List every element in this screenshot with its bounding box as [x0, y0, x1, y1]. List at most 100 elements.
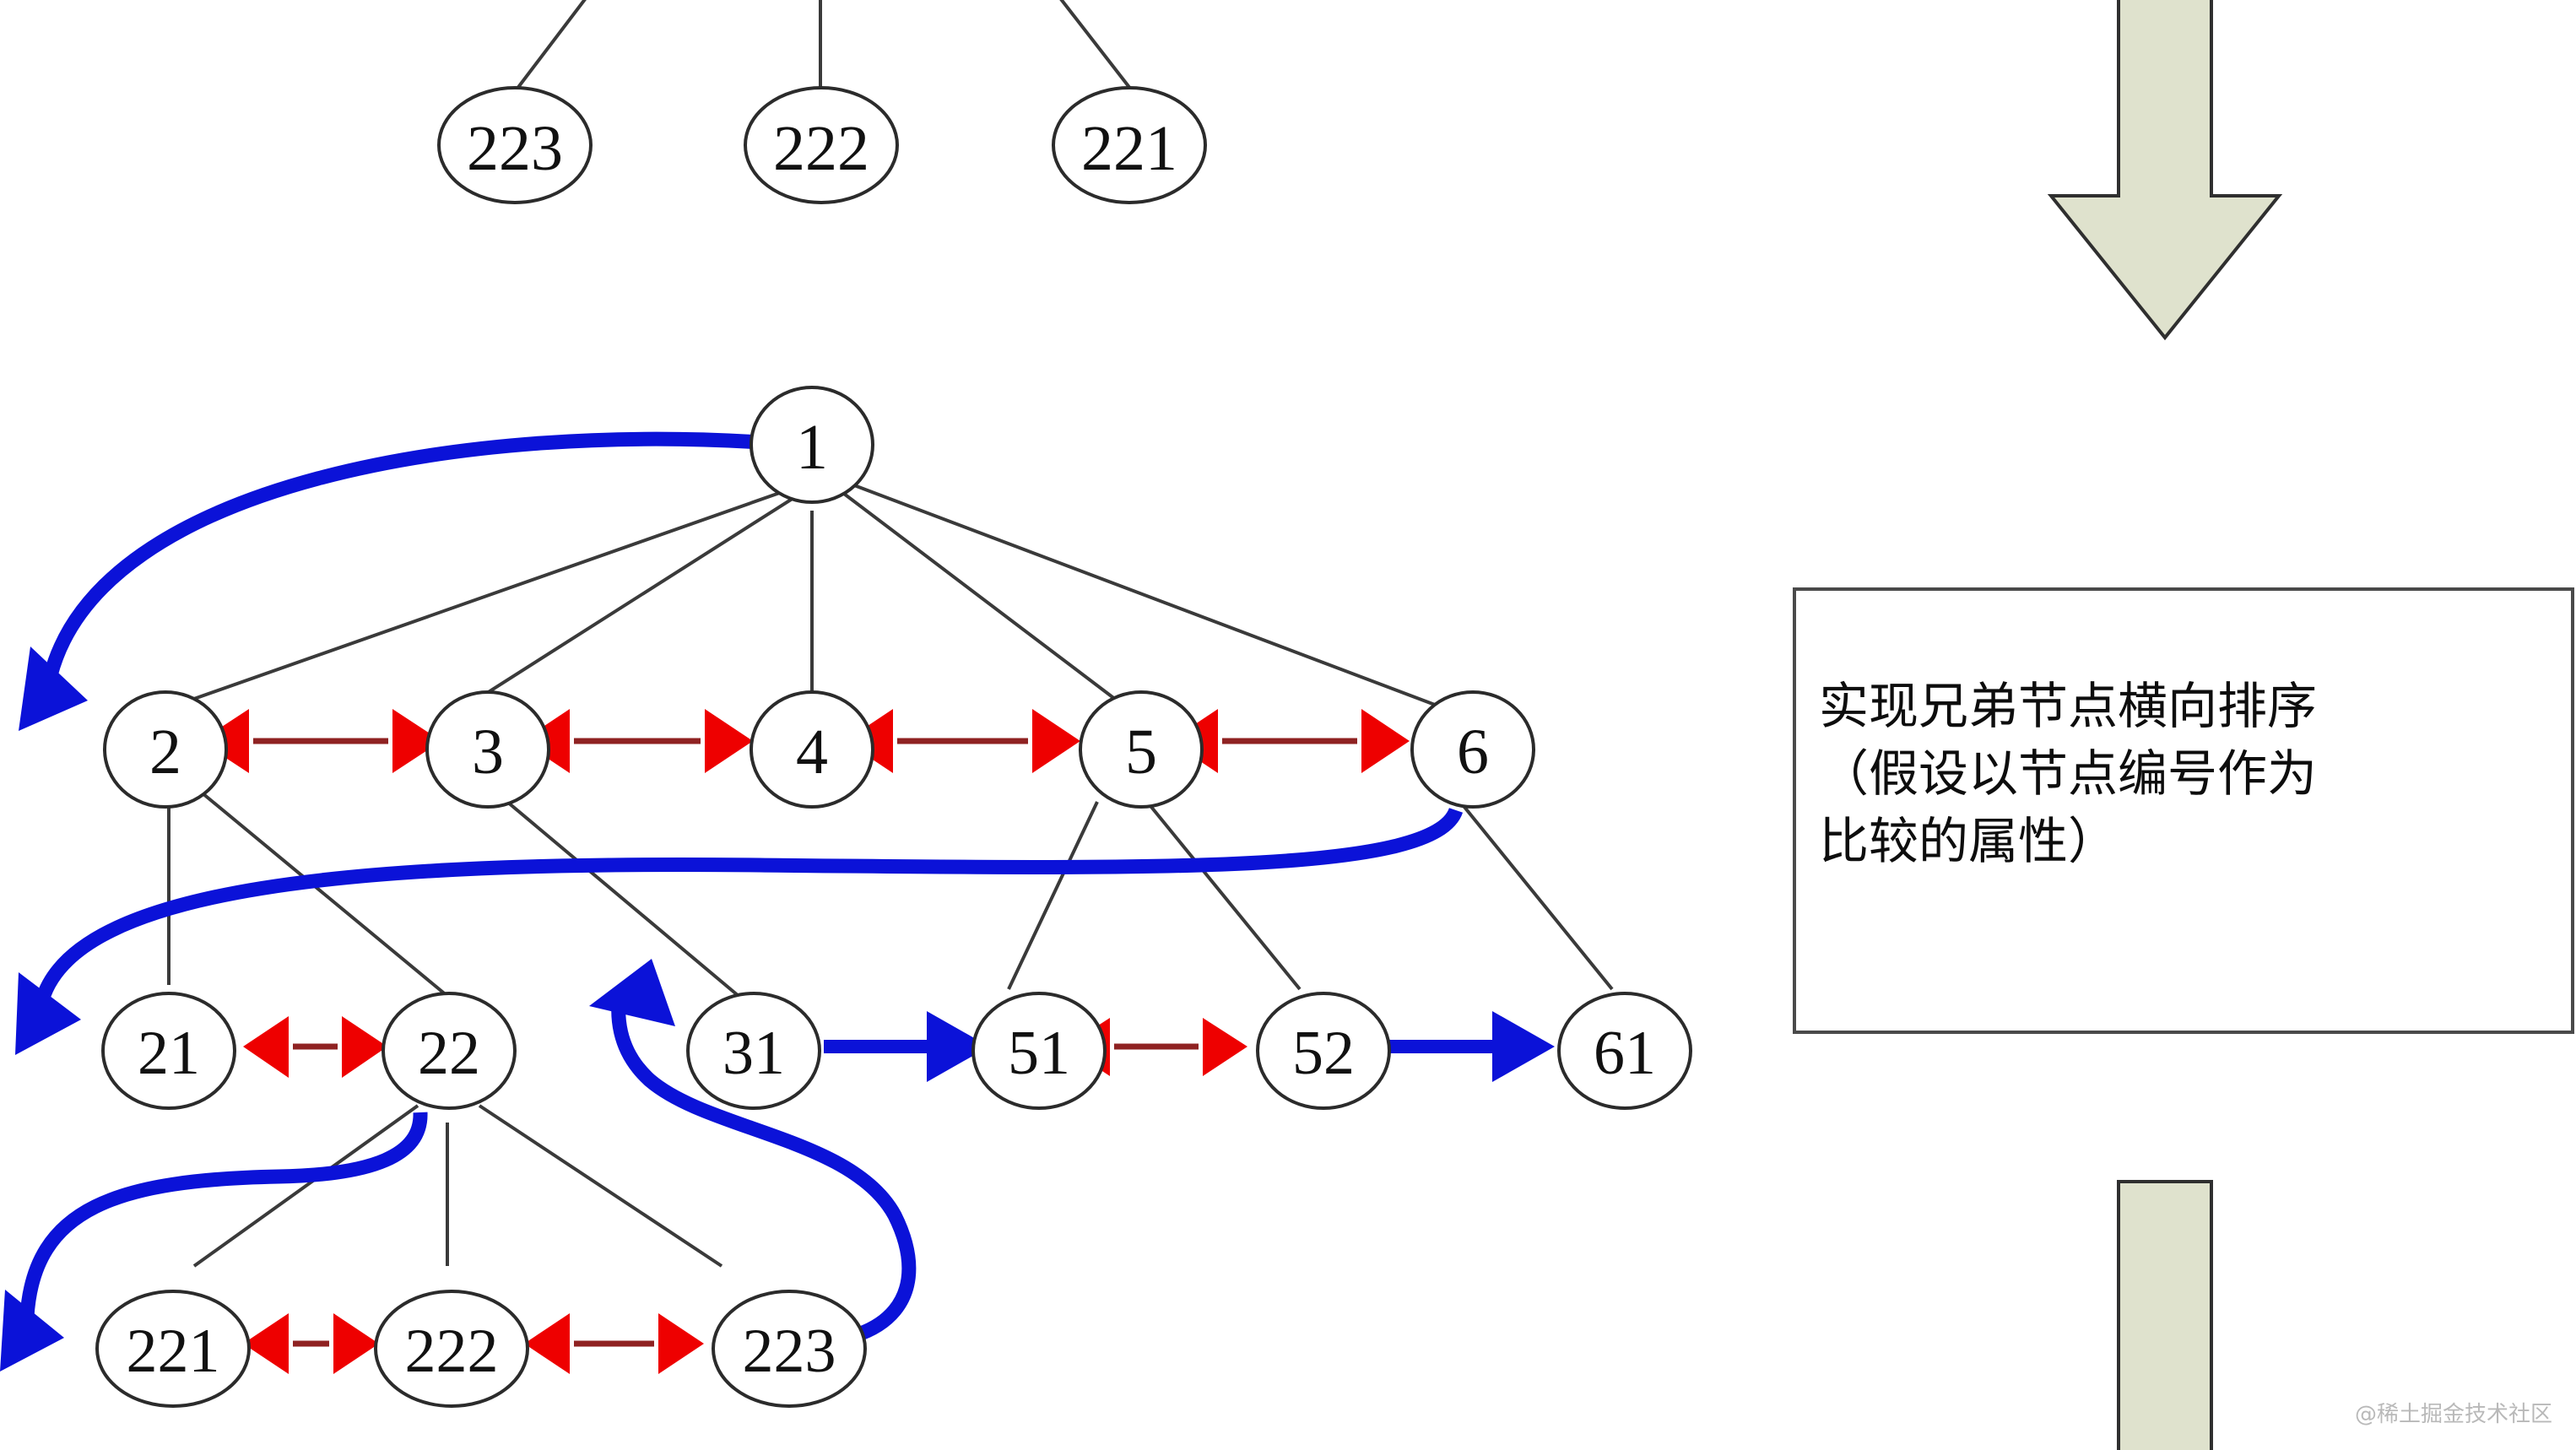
node-circle	[686, 992, 821, 1110]
tree-edges-group	[167, 484, 1614, 1268]
edge-5-51	[1007, 801, 1099, 990]
node-circle	[1410, 690, 1535, 809]
traversal-arrowhead	[19, 647, 88, 731]
top-node-221: 221	[1052, 86, 1207, 204]
node-label: 222	[405, 1317, 499, 1386]
node-label: 223	[467, 113, 563, 184]
flow-arrow-bottom	[2117, 1180, 2213, 1450]
tree-nodes-group: 1 2 3 4 5 6	[95, 386, 1692, 1408]
sibling-arrow-3-4	[522, 709, 753, 773]
traversal-arrowhead	[15, 972, 81, 1055]
node-61[interactable]: 61	[1557, 992, 1692, 1110]
traversal-curve	[611, 987, 917, 1350]
sibling-arrowhead-right	[705, 709, 753, 773]
node-223[interactable]: 223	[712, 1290, 867, 1408]
top-node-223: 223	[437, 86, 593, 204]
node-circle	[712, 1290, 867, 1408]
node-4[interactable]: 4	[750, 690, 874, 809]
node-label: 52	[1292, 1019, 1355, 1088]
sibling-arrowhead-right	[333, 1313, 379, 1374]
node-221[interactable]: 221	[95, 1290, 251, 1408]
node-circle	[750, 386, 874, 504]
node-circle	[744, 86, 899, 204]
traversal-arrowhead	[0, 1290, 64, 1372]
traversal-curve	[19, 1112, 428, 1317]
node-6[interactable]: 6	[1410, 690, 1535, 809]
node-circle	[1557, 992, 1692, 1110]
node-circle	[103, 690, 228, 809]
edge-22-221	[192, 1104, 419, 1268]
watermark: @稀土掘金技术社区	[2354, 1402, 2552, 1427]
edge-6-61	[1458, 800, 1614, 991]
callout-line-1: 实现兄弟节点横向排序	[1819, 677, 2318, 735]
sibling-arrowhead-left	[524, 1313, 570, 1374]
node-label: 31	[722, 1019, 785, 1088]
node-21[interactable]: 21	[101, 992, 236, 1110]
traversal-arrow-1-to-2	[19, 431, 773, 731]
edge-1-3	[467, 492, 802, 706]
node-label: 5	[1125, 717, 1157, 787]
node-label: 3	[472, 717, 504, 787]
node-circle	[425, 690, 550, 809]
sibling-arrow-221-222	[243, 1313, 379, 1374]
flow-arrow-top	[2047, 0, 2283, 341]
edge-1-2	[176, 488, 790, 706]
sibling-arrow-4-5	[845, 709, 1080, 773]
callout-line-2: （假设以节点编号作为	[1819, 744, 2318, 803]
sibling-arrowhead-left	[243, 1016, 289, 1078]
top-fragment-group: 223 222 221	[437, 0, 1207, 204]
node-label: 222	[773, 113, 869, 184]
traversal-curve	[35, 807, 1464, 1003]
node-circle	[971, 992, 1107, 1110]
node-22[interactable]: 22	[382, 992, 517, 1110]
edge-1-6	[853, 484, 1436, 706]
node-label: 6	[1457, 717, 1489, 787]
node-circle	[101, 992, 236, 1110]
node-label: 223	[743, 1317, 836, 1386]
sibling-arrowhead-right	[1361, 709, 1410, 773]
node-circle	[1052, 86, 1207, 204]
node-2[interactable]: 2	[103, 690, 228, 809]
top-edge-to-221	[1059, 0, 1133, 91]
callout-box	[1793, 587, 2574, 1034]
traversal-arrowhead	[927, 1011, 989, 1082]
top-node-222: 222	[744, 86, 899, 204]
node-31[interactable]: 31	[686, 992, 821, 1110]
node-5[interactable]: 5	[1079, 690, 1204, 809]
sibling-arrowhead-right	[1032, 709, 1080, 773]
sibling-arrow-2-3	[200, 709, 441, 773]
edge-5-52	[1142, 796, 1302, 991]
node-1[interactable]: 1	[750, 386, 874, 504]
traversal-arrowhead	[589, 959, 675, 1026]
node-label: 21	[138, 1019, 200, 1088]
node-52[interactable]: 52	[1256, 992, 1391, 1110]
node-circle	[382, 992, 517, 1110]
sibling-arrowhead-right	[658, 1313, 704, 1374]
edge-22-223	[478, 1104, 723, 1268]
traversal-arrow-6-to-21	[15, 807, 1464, 1055]
node-222[interactable]: 222	[374, 1290, 529, 1408]
traversal-curve	[43, 431, 773, 678]
node-51[interactable]: 51	[971, 992, 1107, 1110]
node-circle	[750, 690, 874, 809]
node-3[interactable]: 3	[425, 690, 550, 809]
sibling-arrow-5-6	[1170, 709, 1410, 773]
edge-3-31	[501, 796, 740, 998]
node-label: 1	[796, 412, 828, 483]
edge-2-22	[201, 792, 449, 998]
node-circle	[95, 1290, 251, 1408]
sibling-arrowhead-right	[342, 1016, 387, 1078]
node-label: 2	[149, 717, 181, 787]
top-edge-to-223	[515, 0, 587, 91]
node-label: 51	[1008, 1019, 1070, 1088]
traversal-links-group	[0, 431, 1555, 1372]
traversal-arrowhead	[1492, 1011, 1555, 1082]
node-circle	[374, 1290, 529, 1408]
callout-line-3: 比较的属性）	[1819, 812, 2119, 870]
node-circle	[1079, 690, 1204, 809]
traversal-arrow-31-to-51	[824, 1011, 989, 1082]
sibling-arrowhead-right	[1203, 1018, 1247, 1076]
node-label: 4	[796, 717, 828, 787]
